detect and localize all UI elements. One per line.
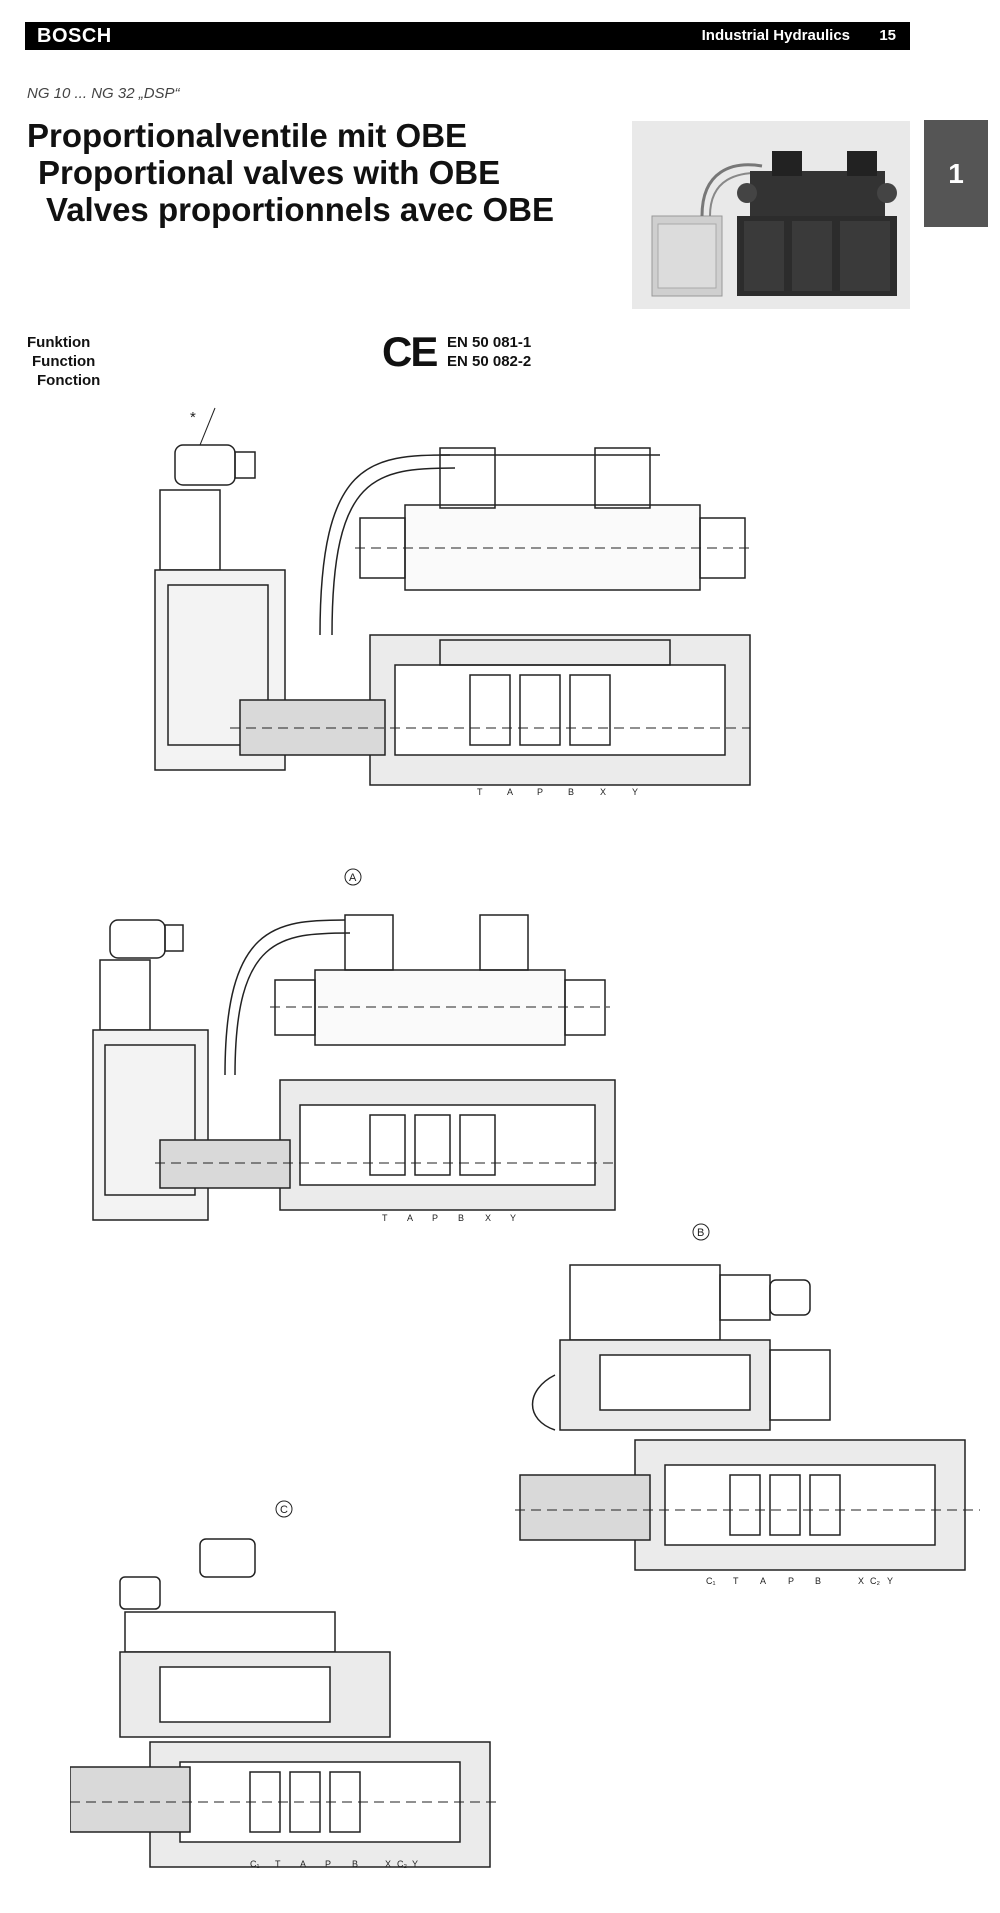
size-range: NG 10 ... NG 32 „DSP“	[27, 85, 180, 102]
port-label: A	[507, 787, 513, 797]
function-label-german: Funktion	[27, 334, 91, 351]
port-label: C₂	[397, 1859, 407, 1869]
document-area: Industrial Hydraulics	[701, 27, 850, 44]
valve-section-drawing-main: * T A P B X Y	[154, 407, 751, 797]
port-label: B	[352, 1859, 358, 1869]
port-label: X	[485, 1213, 491, 1223]
chapter-tab: 1	[924, 120, 988, 227]
port-label: C₂	[870, 1576, 880, 1586]
brand-logo: BOSCH	[37, 25, 112, 47]
port-label: X	[385, 1859, 391, 1869]
port-label: T	[477, 787, 483, 797]
port-label: X	[858, 1576, 864, 1586]
asterisk-note: *	[190, 409, 196, 426]
title-french: Valves proportionnels avec OBE	[46, 191, 555, 228]
port-label: Y	[887, 1576, 893, 1586]
port-label: P	[432, 1213, 438, 1223]
drawing-label-a: A	[349, 872, 357, 884]
port-label: Y	[632, 787, 638, 797]
title-english: Proportional valves with OBE	[38, 154, 501, 191]
valve-section-drawing-a: A T A P B X Y	[92, 868, 616, 1223]
header-bar: BOSCH Industrial Hydraulics 15	[25, 22, 910, 50]
port-label: A	[407, 1213, 413, 1223]
function-label-english: Function	[32, 353, 96, 370]
port-label: Y	[412, 1859, 418, 1869]
standard-2: EN 50 082-2	[447, 353, 532, 370]
title-german: Proportionalventile mit OBE	[27, 117, 468, 154]
port-label: A	[300, 1859, 306, 1869]
port-label: P	[537, 787, 543, 797]
drawing-label-b: B	[697, 1227, 704, 1239]
port-label: P	[788, 1576, 794, 1586]
port-label: A	[760, 1576, 766, 1586]
port-label: X	[600, 787, 606, 797]
port-label: T	[733, 1576, 739, 1586]
valve-section-drawing-c: C C₁ T A P B X C₂ Y	[70, 1500, 500, 1869]
drawing-label-c: C	[280, 1504, 288, 1516]
port-label: C₁	[706, 1576, 716, 1586]
port-label: T	[382, 1213, 388, 1223]
function-label-french: Fonction	[37, 372, 101, 389]
port-label: B	[458, 1213, 464, 1223]
standard-1: EN 50 081-1	[447, 334, 532, 351]
port-label: T	[275, 1859, 281, 1869]
port-label: Y	[510, 1213, 516, 1223]
page-number: 15	[879, 27, 896, 44]
port-label: P	[325, 1859, 331, 1869]
port-label: B	[815, 1576, 821, 1586]
product-photo	[632, 121, 910, 309]
port-label: B	[568, 787, 574, 797]
port-label: C₁	[250, 1859, 260, 1869]
ce-mark: CE	[382, 328, 438, 375]
valve-section-drawing-b: B C₁ T A P B X C₂ Y	[515, 1223, 980, 1586]
